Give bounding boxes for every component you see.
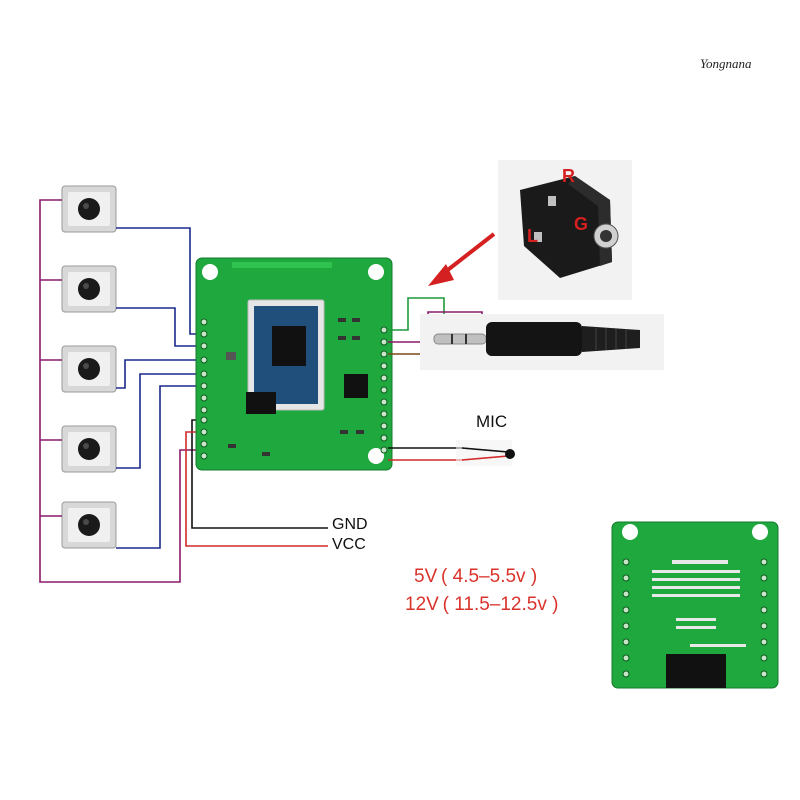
blue-button-wires <box>116 227 200 549</box>
push-button-4 <box>61 425 117 473</box>
jack-pin-g-label: G <box>574 214 589 234</box>
mic-wire-red <box>461 455 509 461</box>
microphone <box>505 449 515 459</box>
voltage-5v-label: 5V ( 4.5–5.5v ) <box>414 566 538 587</box>
board-back-view <box>611 521 779 689</box>
vcc-wire <box>185 431 328 547</box>
push-button-2 <box>61 265 117 313</box>
vcc-label: VCC <box>332 536 366 553</box>
mic-wire-black <box>461 447 509 453</box>
push-button-1 <box>61 185 117 233</box>
gnd-label: GND <box>332 516 368 533</box>
voltage-12v-label: 12V ( 11.5–12.5v ) <box>405 594 559 615</box>
mic-label: MIC <box>476 412 508 431</box>
audio-jack-socket <box>498 160 632 300</box>
audio-plug <box>420 314 664 370</box>
purple-common-wire <box>39 199 200 583</box>
pointer-arrow <box>428 232 496 286</box>
mic-backdrop <box>456 440 512 466</box>
bluetooth-module-board <box>195 257 393 471</box>
push-button-3 <box>61 345 117 393</box>
jack-pin-r-label: R <box>562 166 575 186</box>
watermark: Yongnana <box>700 56 752 71</box>
jack-pin-l-label: L <box>527 226 538 246</box>
push-button-5 <box>61 501 117 549</box>
